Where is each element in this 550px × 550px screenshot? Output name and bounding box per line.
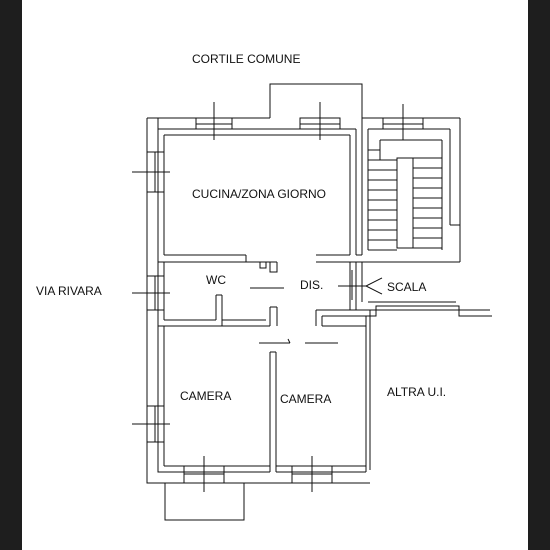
wc-walls <box>158 255 278 327</box>
window-left-wc-icon <box>132 275 170 311</box>
window-top-right-icon <box>299 102 341 140</box>
bedroom-right-label: CAMERA <box>280 392 331 406</box>
balcony-bottom <box>164 483 245 521</box>
window-bottom-right-icon <box>291 456 333 492</box>
window-top-left-icon <box>195 102 233 140</box>
balcony-top <box>269 83 363 118</box>
window-left-kitchen-icon <box>132 151 170 193</box>
hall-label: DIS. <box>300 278 323 292</box>
floor-plan-sheet <box>22 0 528 550</box>
entrance-arrow-icon <box>361 262 383 302</box>
street-label: VIA RIVARA <box>36 284 102 298</box>
window-stair-top-icon <box>382 104 424 140</box>
bedroom-left-label: CAMERA <box>180 389 231 403</box>
stair-treads <box>367 139 443 251</box>
courtyard-label: CORTILE COMUNE <box>192 52 300 66</box>
wc-label: WC <box>206 273 226 287</box>
stair-walls <box>356 118 492 470</box>
kitchen-label: CUCINA/ZONA GIORNO <box>192 187 326 201</box>
window-left-bedroom-icon <box>132 405 170 443</box>
window-bottom-left-icon <box>183 456 225 492</box>
stairs-label: SCALA <box>387 280 426 294</box>
other-unit-label: ALTRA U.I. <box>387 385 446 399</box>
window-hall-icon <box>338 270 366 300</box>
